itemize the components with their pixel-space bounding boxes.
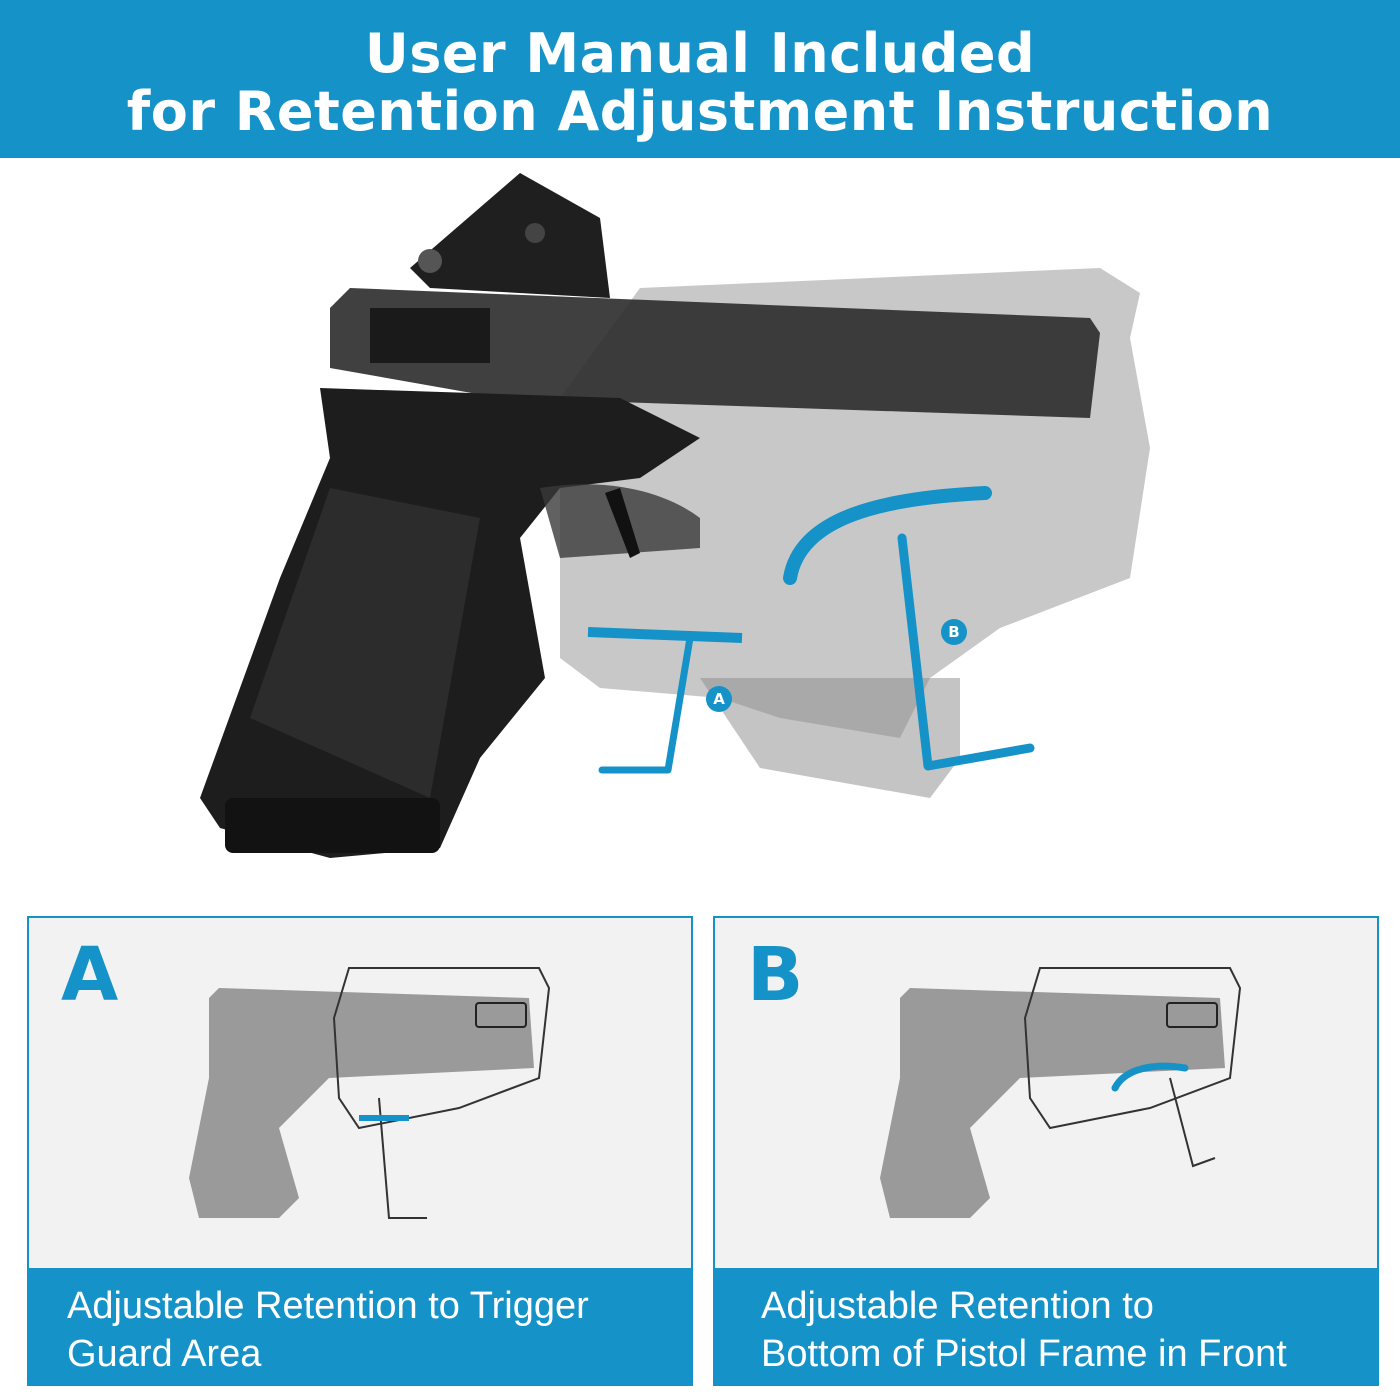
allen-key-a: [598, 634, 694, 774]
holster-paddle: [700, 678, 960, 798]
panel-b-retention-marker: [1111, 1062, 1189, 1092]
retention-b-marker: [783, 486, 992, 585]
panel-a-caption-line-1: Adjustable Retention to Trigger: [67, 1285, 589, 1327]
panel-a-logo: [475, 1002, 527, 1028]
panel-a-caption: Adjustable Retention to Trigger Guard Ar…: [29, 1268, 691, 1384]
panel-a-holster: [332, 967, 551, 1130]
hero-illustration: A B: [0, 158, 1400, 900]
panel-b-pistol: [880, 988, 1225, 1218]
pistol-slide: [330, 288, 1100, 418]
callout-b-badge: B: [941, 619, 967, 645]
panel-b-letter: B: [747, 932, 804, 1018]
panel-b-caption-line-2: Bottom of Pistol Frame in Front: [761, 1333, 1287, 1375]
panel-b-caption: Adjustable Retention to Bottom of Pistol…: [715, 1268, 1377, 1384]
callout-a-badge: A: [706, 686, 732, 712]
trigger: [605, 488, 640, 558]
optic-dial: [418, 249, 442, 273]
panel-a-pistol: [189, 988, 534, 1218]
magazine-base: [225, 798, 440, 853]
retention-a-marker: [587, 627, 743, 643]
pistol-in-holster-image: [200, 173, 1150, 858]
panel-retention-b: B Adjustable Retention to Bottom of Pist…: [713, 916, 1379, 1386]
banner-title-line-1: User Manual Included: [364, 22, 1036, 85]
panel-retention-a: A Adjustable Retention to Trigger Guard …: [27, 916, 693, 1386]
slide-serrations: [370, 308, 490, 363]
panel-b-illustration: [880, 967, 1242, 1218]
header-banner: User Manual Included for Retention Adjus…: [0, 0, 1400, 158]
panel-b-holster: [1023, 967, 1242, 1130]
allen-key-b: [897, 533, 1035, 771]
panel-b-logo: [1166, 1002, 1218, 1028]
panel-a-caption-line-2: Guard Area: [67, 1333, 262, 1375]
banner-title-line-2: for Retention Adjustment Instruction: [126, 80, 1274, 143]
optic-screw: [525, 223, 545, 243]
panel-a-illustration: [189, 967, 551, 1219]
grip-texture: [250, 488, 480, 798]
panel-b-caption-line-1: Adjustable Retention to: [761, 1285, 1154, 1327]
panel-b-allen-key: [1169, 1077, 1216, 1168]
panel-a-allen-key: [378, 1097, 427, 1219]
red-dot-optic: [410, 173, 610, 298]
panel-a-letter: A: [61, 932, 119, 1018]
